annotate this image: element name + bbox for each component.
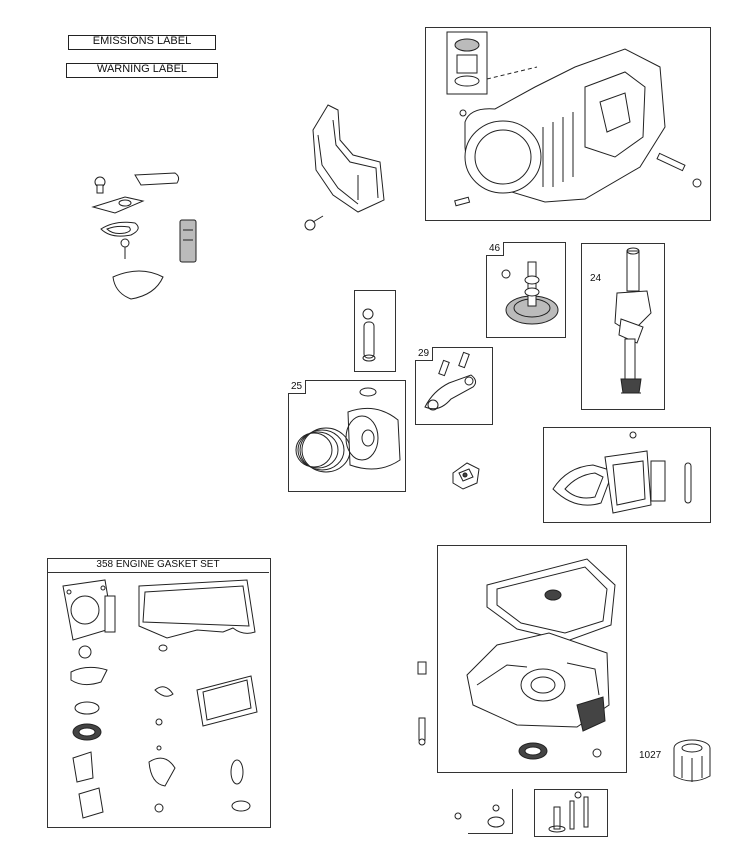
- crankshaft-panel: [581, 243, 665, 410]
- connecting-rod-drawing[interactable]: [415, 347, 491, 423]
- piston-panel: [288, 380, 406, 492]
- gasket-set-drawing[interactable]: [47, 572, 269, 826]
- governor-parts-drawing[interactable]: [447, 455, 487, 495]
- breather-assembly-drawing[interactable]: [85, 165, 197, 305]
- blower-housing-bracket-drawing[interactable]: [298, 100, 398, 235]
- callout-29: 29: [415, 347, 434, 361]
- valve-parts-panel: [534, 789, 608, 837]
- oil-drain-plug-drawing[interactable]: [412, 660, 436, 760]
- camshaft-gear-drawing[interactable]: [486, 242, 564, 336]
- seal-washer-drawing[interactable]: [450, 796, 512, 836]
- callout-25: 25: [288, 380, 307, 394]
- sump-panel: [437, 545, 627, 773]
- connecting-rod-panel: [415, 347, 493, 425]
- callout-1027: 1027: [639, 750, 662, 761]
- gasket-set-panel: [47, 558, 271, 828]
- oil-filter-drawing[interactable]: [668, 738, 714, 788]
- breather-cover-panel: [543, 427, 711, 523]
- warning-label: WARNING LABEL: [66, 63, 218, 78]
- breather-cover-drawing[interactable]: [543, 427, 709, 521]
- callout-24: 24: [590, 273, 602, 284]
- dipstick-panel: [468, 789, 513, 834]
- emissions-label: EMISSIONS LABEL: [68, 35, 216, 50]
- crankshaft-drawing[interactable]: [581, 243, 663, 408]
- gasket-set-title: 358 ENGINE GASKET SET: [47, 558, 269, 573]
- valve-parts-drawing[interactable]: [534, 789, 606, 835]
- wrist-pin-drawing[interactable]: [354, 290, 394, 370]
- sump-crankcase-cover-drawing[interactable]: [437, 545, 625, 771]
- wrist-pin-panel: [354, 290, 396, 372]
- callout-46: 46: [486, 242, 505, 256]
- cylinder-block-drawing[interactable]: [425, 27, 709, 219]
- camshaft-panel: [486, 242, 566, 338]
- piston-rings-drawing[interactable]: [288, 380, 404, 490]
- cylinder-block-panel: [425, 27, 711, 221]
